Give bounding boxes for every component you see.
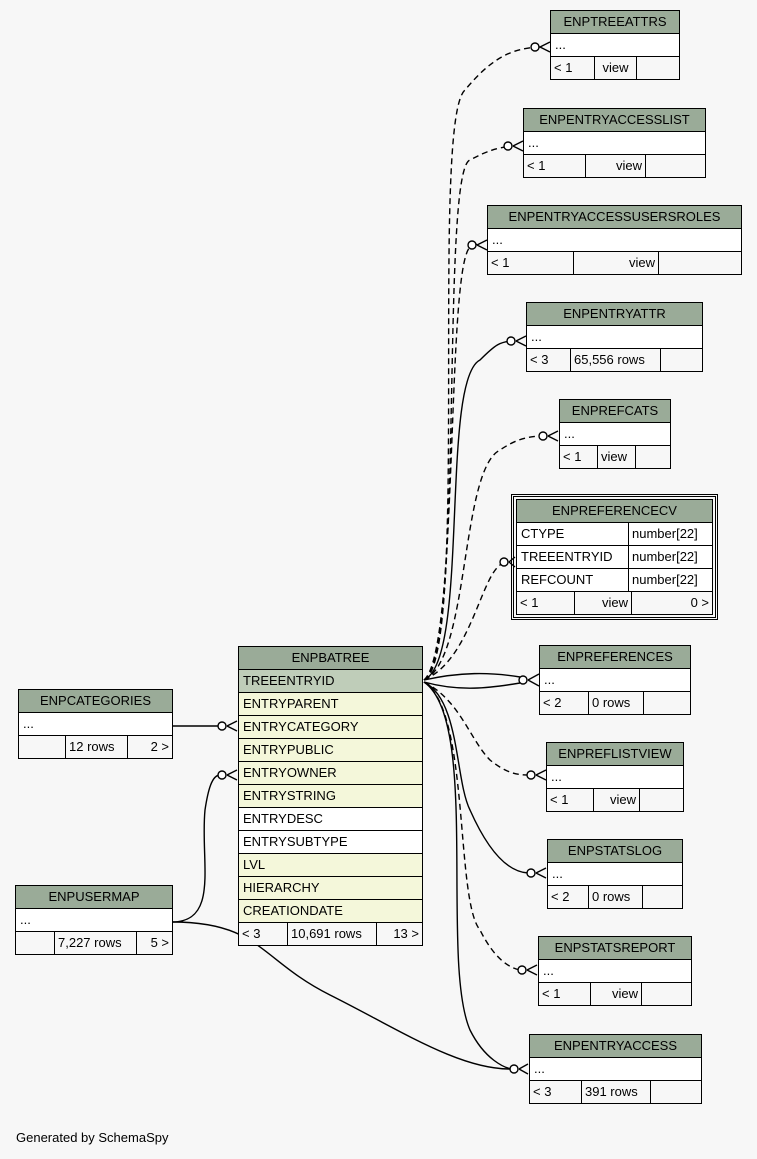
table-row: ...: [524, 132, 705, 155]
table-title: ENPREFCATS: [560, 400, 670, 423]
table-enpreflistview[interactable]: ENPREFLISTVIEW ... < 1 view: [546, 742, 684, 812]
link-enpusermap-owner: [171, 774, 221, 923]
table-row: ...: [540, 669, 690, 692]
link-enpreflistview: [423, 681, 529, 776]
table-row-entrycategory: ENTRYCATEGORY: [239, 716, 422, 739]
table-enpstatslog[interactable]: ENPSTATSLOG ... < 2 0 rows: [547, 839, 683, 909]
table-footer: < 3 65,556 rows: [527, 349, 702, 371]
table-title: ENPCATEGORIES: [19, 690, 172, 713]
table-footer: < 1 view 0 >: [517, 592, 712, 614]
table-enpentryattr[interactable]: ENPENTRYATTR ... < 3 65,556 rows: [526, 302, 703, 372]
link-enprefcats: [423, 435, 541, 681]
table-enpusermap[interactable]: ENPUSERMAP ... 7,227 rows 5 >: [15, 885, 173, 955]
table-row: ...: [527, 326, 702, 349]
link-enpentryaccess-batree: [423, 681, 513, 1070]
table-row-entrydesc: ENTRYDESC: [239, 808, 422, 831]
table-row: ...: [488, 229, 741, 252]
table-row-hierarchy: HIERARCHY: [239, 877, 422, 900]
table-footer: < 1 view: [539, 983, 691, 1005]
table-title: ENPENTRYACCESS: [530, 1035, 701, 1058]
table-enptreeattrs[interactable]: ENPTREEATTRS ... < 1 view: [550, 10, 680, 80]
table-enpcategories[interactable]: ENPCATEGORIES ... 12 rows 2 >: [18, 689, 173, 759]
table-row-lvl: LVL: [239, 854, 422, 877]
table-row: ...: [548, 863, 682, 886]
link-enpusermap-entryaccess: [171, 921, 513, 1070]
table-title: ENPREFERENCES: [540, 646, 690, 669]
table-row: ...: [19, 713, 172, 736]
table-footer: < 1 view: [488, 252, 741, 274]
table-title: ENPBATREE: [239, 647, 422, 670]
table-enpbatree[interactable]: ENPBATREE TREEENTRYID ENTRYPARENT ENTRYC…: [238, 646, 423, 946]
link-enpreferencecv: [423, 561, 507, 681]
table-footer: < 1 view: [551, 57, 679, 79]
table-title: ENPENTRYACCESSLIST: [524, 109, 705, 132]
table-footer: 7,227 rows 5 >: [16, 932, 172, 954]
link-enpentryaccesslist: [423, 145, 513, 681]
table-footer: < 2 0 rows: [540, 692, 690, 714]
table-title: ENPREFLISTVIEW: [547, 743, 683, 766]
table-footer: < 1 view: [547, 789, 683, 811]
table-title: ENPSTATSREPORT: [539, 937, 691, 960]
table-footer: < 1 view: [560, 446, 670, 468]
table-row-entrystring: ENTRYSTRING: [239, 785, 422, 808]
link-enpreferences-a: [423, 672, 521, 681]
table-row: ...: [551, 34, 679, 57]
table-title: ENPTREEATTRS: [551, 11, 679, 34]
table-row: ...: [560, 423, 670, 446]
link-enpentryaccessusersroles: [423, 243, 479, 681]
table-row-entrysubtype: ENTRYSUBTYPE: [239, 831, 422, 854]
table-footer: < 2 0 rows: [548, 886, 682, 908]
table-title: ENPSTATSLOG: [548, 840, 682, 863]
table-title: ENPENTRYATTR: [527, 303, 702, 326]
table-enpentryaccessusersroles[interactable]: ENPENTRYACCESSUSERSROLES ... < 1 view: [487, 205, 742, 275]
table-enpentryaccess[interactable]: ENPENTRYACCESS ... < 3 391 rows: [529, 1034, 702, 1104]
table-row: ...: [16, 909, 172, 932]
table-footer: < 3 10,691 rows 13 >: [239, 923, 422, 945]
table-row-treeentryid: TREEENTRYID: [239, 670, 422, 693]
link-enpstatslog: [423, 681, 529, 874]
link-enpstatsreport: [423, 681, 521, 971]
table-row-entrypublic: ENTRYPUBLIC: [239, 739, 422, 762]
table-footer: < 1 view: [524, 155, 705, 177]
table-enpstatsreport[interactable]: ENPSTATSREPORT ... < 1 view: [538, 936, 692, 1006]
table-footer: < 3 391 rows: [530, 1081, 701, 1103]
table-row: ...: [547, 766, 683, 789]
generated-by-label: Generated by SchemaSpy: [16, 1130, 169, 1145]
table-row-creationdate: CREATIONDATE: [239, 900, 422, 923]
table-row: ...: [530, 1058, 701, 1081]
table-title: ENPUSERMAP: [16, 886, 172, 909]
table-enpreferences[interactable]: ENPREFERENCES ... < 2 0 rows: [539, 645, 691, 715]
table-enpentryaccesslist[interactable]: ENPENTRYACCESSLIST ... < 1 view: [523, 108, 706, 178]
table-row-entryowner: ENTRYOWNER: [239, 762, 422, 785]
table-row-entryparent: ENTRYPARENT: [239, 693, 422, 716]
link-enpentryattr: [423, 340, 516, 681]
table-footer: 12 rows 2 >: [19, 736, 172, 758]
table-title: ENPREFERENCECV: [517, 500, 712, 523]
link-enpreferences-b: [423, 681, 521, 689]
table-title: ENPENTRYACCESSUSERSROLES: [488, 206, 741, 229]
table-enprefcats[interactable]: ENPREFCATS ... < 1 view: [559, 399, 671, 469]
table-row: ...: [539, 960, 691, 983]
